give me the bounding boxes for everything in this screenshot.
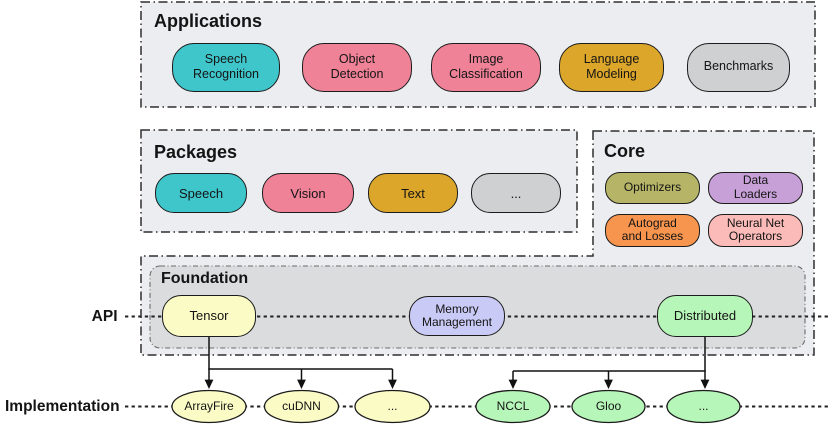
label-distributed-more: ... <box>698 399 709 413</box>
ellipse-gloo <box>571 389 646 424</box>
core-title: Core <box>604 140 646 161</box>
ellipse-distributed-more <box>666 389 741 424</box>
pill-distributed: Distributed <box>657 295 753 337</box>
pill-vision: Vision <box>262 173 354 213</box>
pill-neural-net-operators: Neural Net Operators <box>708 214 803 247</box>
ellipse-tensor-more <box>354 389 431 424</box>
tensor-arrowheads <box>204 379 397 389</box>
foundation-title: Foundation <box>161 269 249 287</box>
ellipse-nccl <box>475 389 551 424</box>
pill-speech-recognition: Speech Recognition <box>172 42 280 92</box>
pill-text: Text <box>368 173 458 213</box>
pill-image-classification: Image Classification <box>431 42 541 92</box>
label-tensor-more: ... <box>387 399 398 413</box>
label-gloo: Gloo <box>595 399 622 413</box>
pill-language-modeling: Language Modeling <box>559 42 664 92</box>
pill-packages-more: ... <box>471 173 561 213</box>
distributed-arrows <box>512 336 706 381</box>
pill-optimizers: Optimizers <box>605 172 700 204</box>
pill-tensor: Tensor <box>162 295 256 337</box>
pill-data-loaders: Data Loaders <box>708 171 803 204</box>
implementation-ellipses <box>171 389 741 424</box>
pill-benchmarks: Benchmarks <box>687 42 790 92</box>
applications-title: Applications <box>154 10 263 31</box>
api-label: API <box>91 308 118 325</box>
implementation-label: Implementation <box>5 398 120 415</box>
pill-memory-management: Memory Management <box>409 296 505 336</box>
tensor-arrows <box>208 336 394 381</box>
ellipse-cudnn <box>263 389 340 424</box>
ellipse-arrayfire <box>171 389 247 424</box>
label-nccl: NCCL <box>496 399 530 413</box>
label-arrayfire: ArrayFire <box>184 399 234 413</box>
pill-speech: Speech <box>155 173 247 213</box>
pill-object-detection: Object Detection <box>302 42 412 92</box>
distributed-arrowheads <box>508 379 710 389</box>
pill-autograd-and-losses: Autograd and Losses <box>605 214 700 247</box>
label-cudnn: cuDNN <box>282 399 321 413</box>
packages-title: Packages <box>154 141 238 162</box>
